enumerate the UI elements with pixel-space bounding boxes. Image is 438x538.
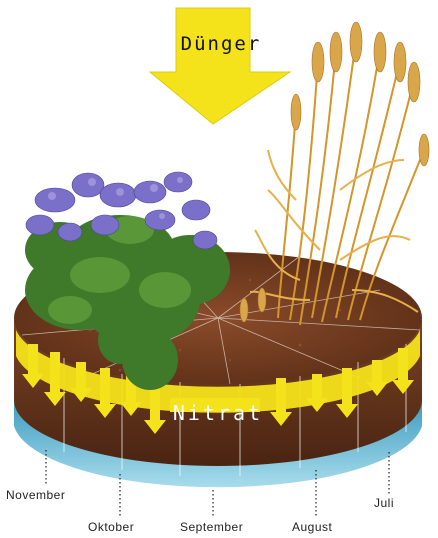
nitrate-label: Nitrat [173, 401, 263, 425]
fertilizer-label: Dünger [181, 33, 262, 55]
month-label-september: September [180, 520, 243, 534]
fertilizer-arrow [150, 8, 290, 124]
month-label-juli: Juli [374, 496, 394, 510]
month-label-oktober: Oktober [88, 520, 134, 534]
month-label-november: November [6, 488, 65, 502]
month-label-august: August [292, 520, 332, 534]
